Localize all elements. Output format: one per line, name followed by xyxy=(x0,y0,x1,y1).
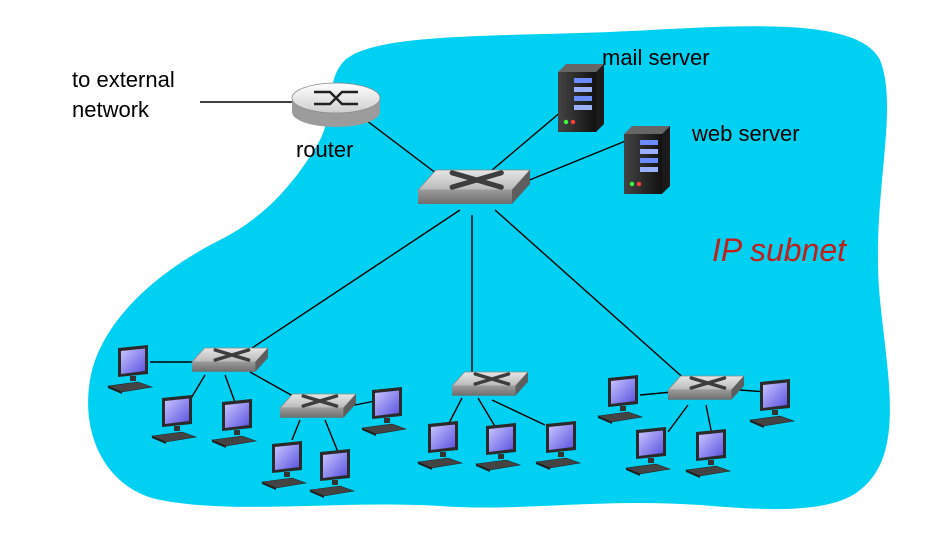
router-icon xyxy=(314,90,358,106)
core-switch xyxy=(417,169,531,204)
switch-icon xyxy=(213,348,251,362)
link-core-sw1 xyxy=(239,209,461,357)
host xyxy=(416,421,464,470)
link-sw1-host xyxy=(189,374,206,401)
link-sw2-host xyxy=(324,419,339,453)
switch-icon xyxy=(473,372,511,386)
host xyxy=(684,429,732,478)
router-label: router xyxy=(296,137,354,162)
switch-icon xyxy=(301,394,339,408)
mail-server xyxy=(558,64,604,132)
devices xyxy=(106,64,796,498)
edge-switch-3 xyxy=(451,371,529,396)
switch-icon xyxy=(449,170,504,190)
mail-server-label: mail server xyxy=(602,45,710,70)
switch-icon xyxy=(689,376,727,390)
edge-switch-1 xyxy=(191,347,269,372)
external-network-label-line1: to external xyxy=(72,67,175,92)
host xyxy=(596,375,644,424)
external-network-label-line2: network xyxy=(72,97,150,122)
host xyxy=(260,441,308,490)
link-sw1-host xyxy=(224,374,237,406)
link-core-sw4 xyxy=(494,209,689,383)
host xyxy=(360,387,408,436)
web-server xyxy=(624,126,670,194)
edge-switch-4 xyxy=(667,375,745,400)
link-sw4-host xyxy=(705,404,713,436)
host xyxy=(624,427,672,476)
host xyxy=(210,399,258,448)
host xyxy=(308,449,356,498)
host xyxy=(106,345,154,394)
edge-switch-2 xyxy=(279,393,357,418)
link-sw3-host xyxy=(447,397,463,426)
web-server-label: web server xyxy=(692,121,800,146)
host xyxy=(474,423,522,472)
host xyxy=(748,379,796,428)
link-sw2-host xyxy=(291,419,301,441)
link-sw4-host xyxy=(639,391,673,396)
host xyxy=(534,421,582,470)
link-sw3-host xyxy=(477,397,497,429)
router xyxy=(291,82,381,127)
link-sw3-host xyxy=(491,399,546,426)
ip-subnet-label: IP subnet xyxy=(712,232,847,268)
host xyxy=(150,395,198,444)
link-sw4-host xyxy=(667,404,689,433)
